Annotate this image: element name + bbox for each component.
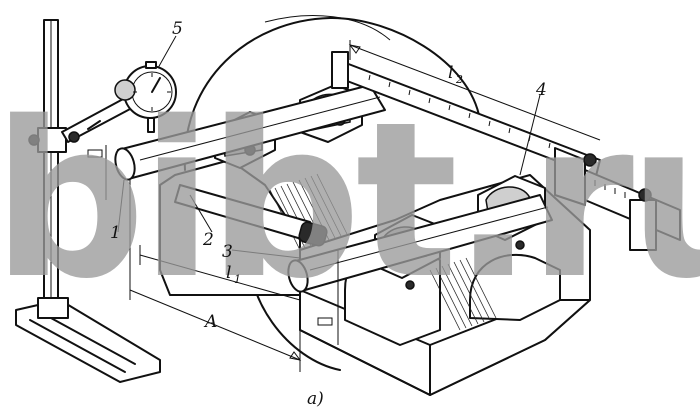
- dial-indicator-icon: [114, 61, 177, 133]
- label-dimension-l2: l 2: [448, 63, 463, 86]
- dimension-a: [129, 180, 302, 372]
- label-dimension-l1: l 1: [226, 263, 241, 286]
- label-part-3: 3: [222, 242, 233, 262]
- label-l1-main: l: [226, 263, 231, 283]
- label-part-1: 1: [110, 223, 121, 243]
- label-dimension-a: A: [203, 312, 217, 332]
- dimension-l2: [348, 40, 601, 141]
- label-part-2: 2: [202, 230, 214, 250]
- dimension-l1: [139, 245, 301, 301]
- gap-markers: [87, 145, 339, 345]
- label-l2-main: l: [448, 63, 453, 83]
- shaft-front: [287, 194, 553, 293]
- shaft-middle-rod: [174, 184, 328, 247]
- leader-lines: [117, 35, 541, 259]
- figure-caption: a): [307, 389, 324, 409]
- caliper: [554, 147, 681, 251]
- label-part-4: 4: [535, 80, 547, 100]
- label-part-5: 5: [172, 19, 183, 39]
- label-l1-sub: 1: [234, 273, 241, 286]
- indicator-stand: [15, 19, 161, 383]
- label-l2-sub: 2: [455, 73, 463, 86]
- watermark-text: bibt.ru: [0, 75, 700, 326]
- shaft-rear: [114, 84, 386, 181]
- caliper-ticks: [594, 180, 626, 198]
